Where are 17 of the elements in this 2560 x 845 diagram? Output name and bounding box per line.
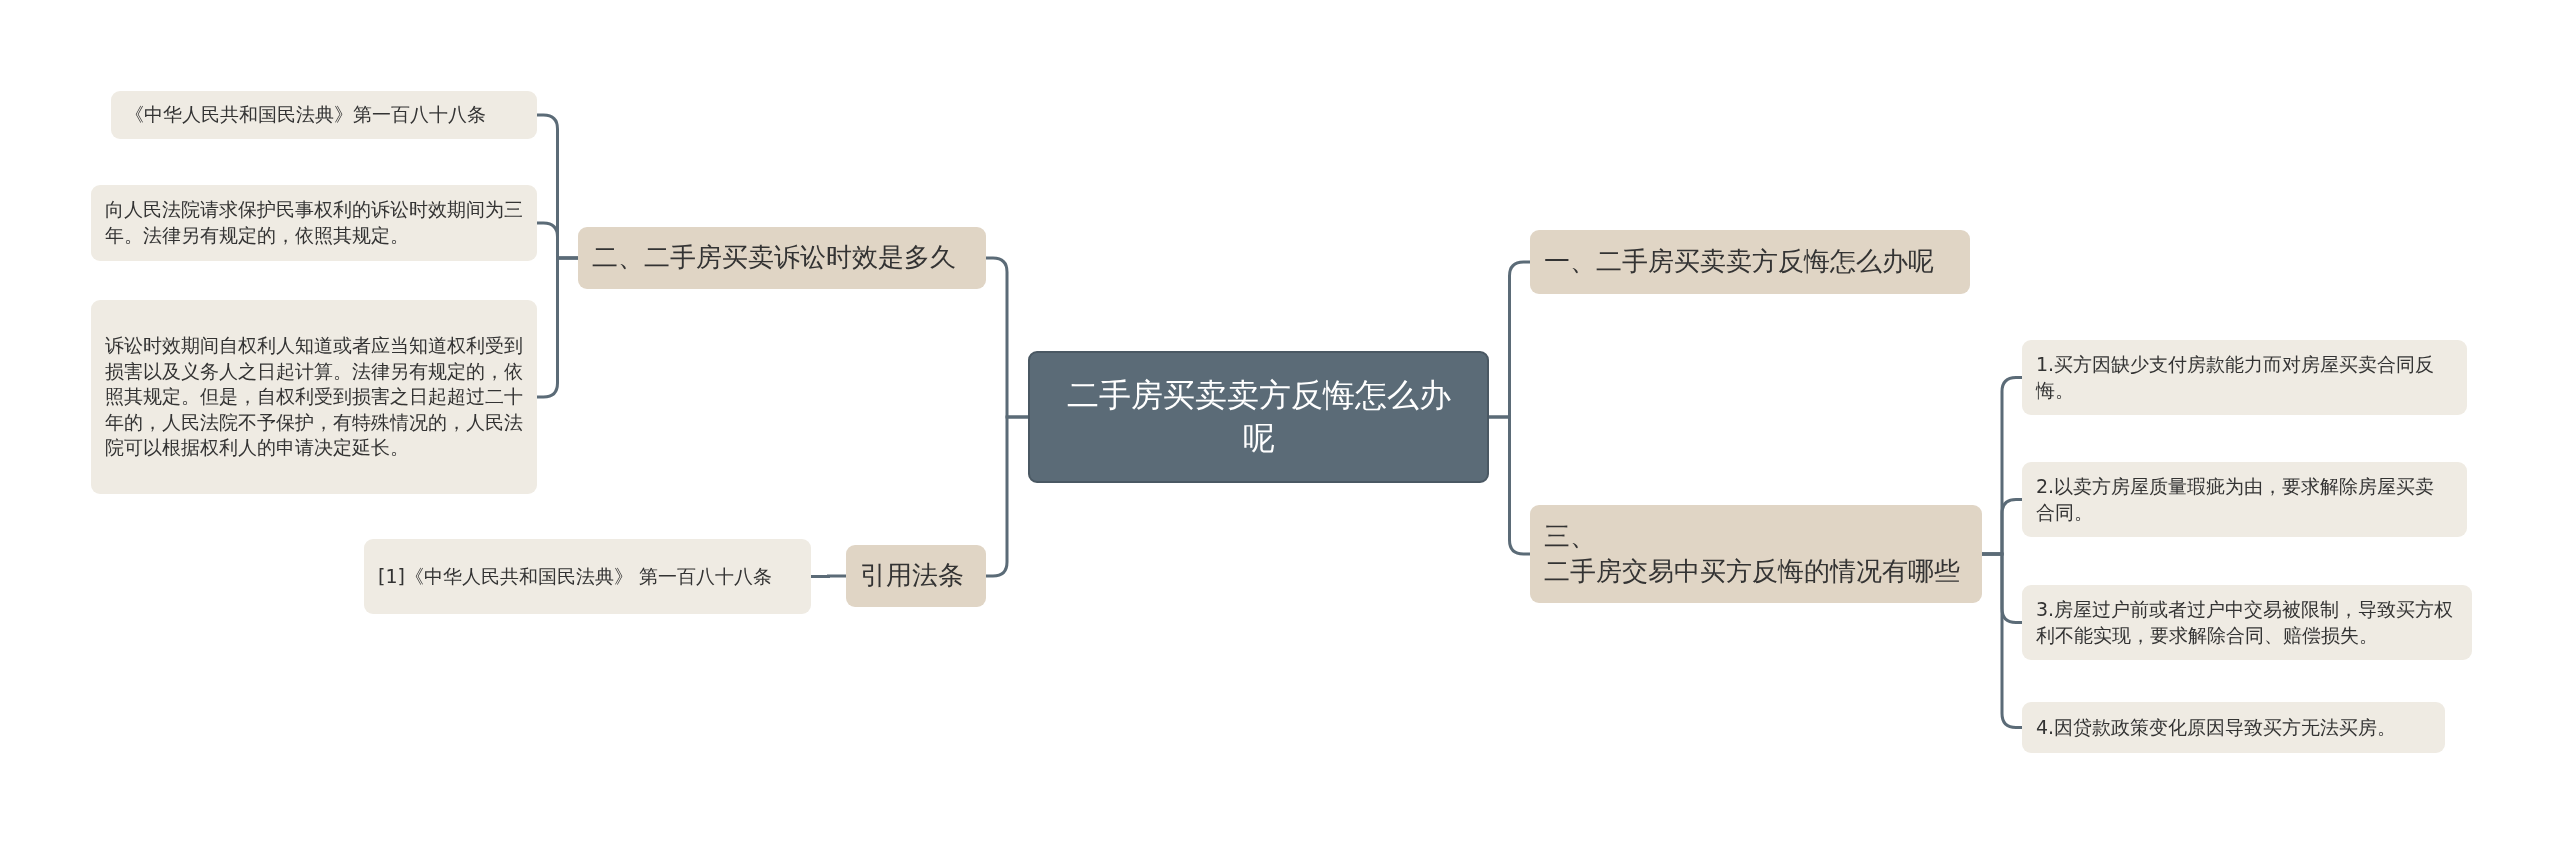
topic-box: 一、二手房买卖卖方反悔怎么办呢	[1530, 230, 1970, 294]
subtopic-box: [1]《中华人民共和国民法典》 第一百八十八条	[364, 539, 811, 614]
subtopic-box: 1.买方因缺少支付房款能力而对房屋买卖合同反悔。	[2022, 340, 2467, 415]
connector-line	[537, 256, 578, 399]
subtopic-box: 4.因贷款政策变化原因导致买方无法买房。	[2022, 702, 2445, 753]
connector-line	[986, 415, 1028, 578]
connector-line	[811, 574, 846, 578]
topic-box: 三、二手房交易中买方反悔的情况有哪些	[1530, 505, 1982, 603]
subtopic-box: 《中华人民共和国民法典》第一百八十八条	[111, 91, 537, 139]
connector-line	[1489, 415, 1530, 556]
topic-box: 二、二手房买卖诉讼时效是多久	[578, 227, 986, 289]
subtopic-box: 诉讼时效期间自权利人知道或者应当知道权利受到损害以及义务人之日起计算。法律另有规定的，依照其规定。但是，自权利受到损害之日起超过二十年的，人民法院不予保护，有特殊情况的，人民法院可以根据权利人的申请决定延长。	[91, 300, 537, 494]
central-topic-box: 二手房买卖卖方反悔怎么办呢	[1028, 351, 1489, 483]
subtopic-box: 2.以卖方房屋质量瑕疵为由，要求解除房屋买卖合同。	[2022, 462, 2467, 537]
topic-box: 引用法条	[846, 545, 986, 607]
subtopic-box: 3.房屋过户前或者过户中交易被限制，导致买方权利不能实现，要求解除合同、赔偿损失。	[2022, 585, 2472, 660]
subtopic-box: 向人民法院请求保护民事权利的诉讼时效期间为三年。法律另有规定的，依照其规定。	[91, 185, 537, 261]
